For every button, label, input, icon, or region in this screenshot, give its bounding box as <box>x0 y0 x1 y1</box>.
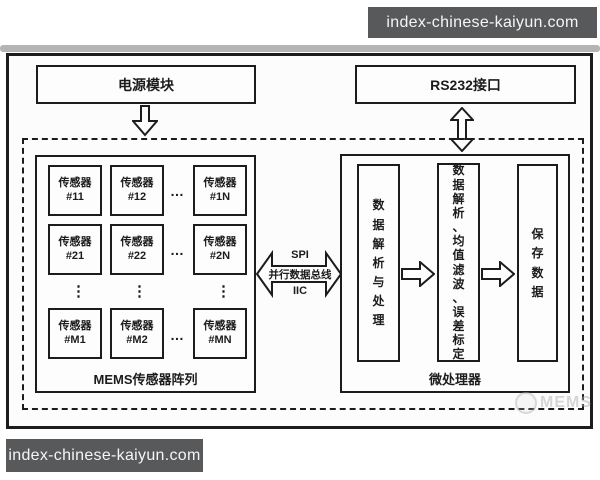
down-arrow-icon <box>132 105 158 137</box>
bus-label-iic: IIC <box>292 285 308 297</box>
sensor-box-21: 传感器 #21 <box>48 224 102 275</box>
sensor-id: #MN <box>208 333 232 346</box>
sensor-id: #12 <box>127 190 147 203</box>
rs232-label: RS232接口 <box>430 76 501 93</box>
watermark-banner-bottom: index-chinese-kaiyun.com <box>6 439 203 472</box>
watermark-text: MEMS <box>540 394 592 411</box>
sensor-name: 传感器 <box>58 319 92 332</box>
watermark-logo-icon <box>515 392 537 414</box>
sensor-name: 传感器 <box>120 235 154 248</box>
sensor-id: #22 <box>127 249 147 262</box>
sensor-name: 传感器 <box>58 235 92 248</box>
stage-parse-process: 数据解析与处理 <box>357 164 400 362</box>
sensor-name: 传感器 <box>203 319 237 332</box>
stage-parse-filter-calibrate: 数据解析、均值滤波、误差标定 <box>437 163 480 362</box>
scan-edge-bar <box>0 45 600 52</box>
sensor-id: #2N <box>209 249 231 262</box>
row-ellipsis: … <box>170 327 185 343</box>
column-ellipsis: ⋮ <box>216 283 231 300</box>
diagram-frame: 电源模块 RS232接口 传感器 #11 传感器 #12 传感器 #1N 传感器… <box>6 53 593 429</box>
sensor-box-M1: 传感器 #M1 <box>48 308 102 359</box>
column-ellipsis: ⋮ <box>71 283 86 300</box>
sensor-id: #21 <box>65 249 85 262</box>
row-ellipsis: … <box>170 242 185 258</box>
microprocessor-caption: 微处理器 <box>428 372 481 387</box>
sensor-box-2N: 传感器 #2N <box>193 224 247 275</box>
sensor-box-12: 传感器 #12 <box>110 165 164 216</box>
sensor-id: #M2 <box>126 333 148 346</box>
sensor-id: #11 <box>66 190 84 203</box>
mems-watermark: MEMS <box>515 389 593 417</box>
sensor-name: 传感器 <box>203 176 237 189</box>
sensor-array-caption: MEMS传感器阵列 <box>93 372 198 387</box>
sensor-name: 传感器 <box>120 176 154 189</box>
system-dashed-enclosure <box>22 138 584 410</box>
bus-connection: SPI 并行数据总线 IIC <box>255 246 345 302</box>
sensor-box-22: 传感器 #22 <box>110 224 164 275</box>
stage-save-data: 保存数据 <box>517 164 558 362</box>
power-module-box: 电源模块 <box>36 65 256 104</box>
sensor-name: 传感器 <box>203 235 237 248</box>
rs232-interface-box: RS232接口 <box>355 65 576 104</box>
sensor-name: 传感器 <box>58 176 92 189</box>
flow-right-arrow-icon <box>481 261 515 287</box>
column-ellipsis: ⋮ <box>132 283 147 300</box>
watermark-banner-top: index-chinese-kaiyun.com <box>368 7 597 38</box>
sensor-name: 传感器 <box>120 319 154 332</box>
sensor-id: #M1 <box>64 333 86 346</box>
sensor-box-MN: 传感器 #MN <box>193 308 247 359</box>
mems-sensor-array-box: 传感器 #11 传感器 #12 传感器 #1N 传感器 #21 传感器 #22 … <box>35 155 256 393</box>
bus-label-spi: SPI <box>291 249 309 261</box>
microprocessor-box: 数据解析与处理 数据解析、均值滤波、误差标定 保存数据 微处理器 <box>340 154 570 393</box>
bus-label-parallel: 并行数据总线 <box>268 269 332 281</box>
row-ellipsis: … <box>170 183 185 199</box>
sensor-box-11: 传感器 #11 <box>48 165 102 216</box>
power-module-label: 电源模块 <box>118 76 174 93</box>
sensor-box-1N: 传感器 #1N <box>193 165 247 216</box>
sensor-id: #1N <box>209 190 231 203</box>
sensor-box-M2: 传感器 #M2 <box>110 308 164 359</box>
flow-right-arrow-icon <box>401 261 435 287</box>
double-vertical-arrow-icon <box>450 107 474 152</box>
